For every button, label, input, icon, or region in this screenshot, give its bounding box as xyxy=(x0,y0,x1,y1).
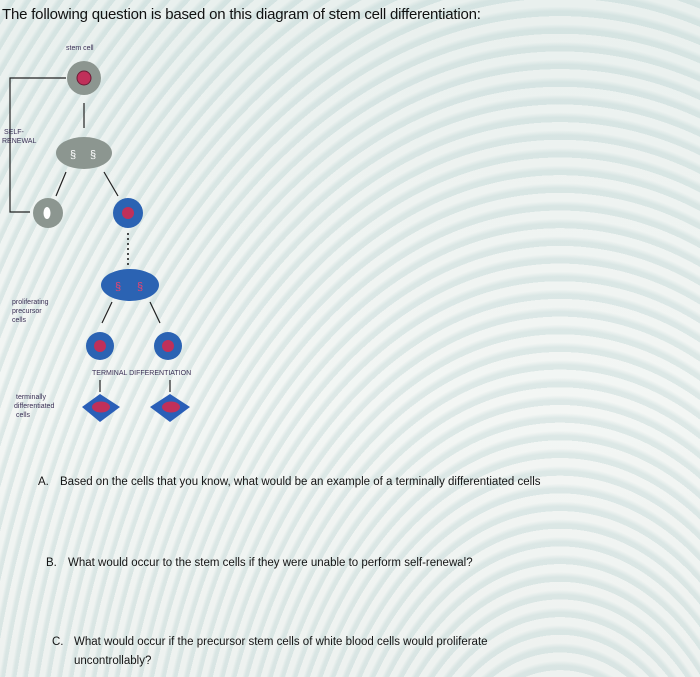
question-a: A. Based on the cells that you know, what… xyxy=(38,476,541,488)
svg-text:§: § xyxy=(70,149,76,161)
question-c: C. What would occur if the precursor stem… xyxy=(52,636,488,648)
proliferating-label-1: proliferating xyxy=(12,299,49,306)
question-c-line2: uncontrollably? xyxy=(74,655,152,667)
stem-cell xyxy=(67,61,101,95)
question-b-text: What would occur to the stem cells if th… xyxy=(68,557,473,569)
proliferating-label-2: precursor xyxy=(12,308,42,315)
precursor-cell xyxy=(154,332,182,360)
terminally-label-3: cells xyxy=(16,412,31,419)
renewed-stem-cell xyxy=(33,198,63,228)
svg-text:§: § xyxy=(90,149,96,161)
stem-cell-diagram: stem cell SELF- RENEWAL § § § § prolifer… xyxy=(2,45,191,422)
question-c-letter: C. xyxy=(52,636,64,648)
connector-line xyxy=(101,301,113,324)
question-c-text: What would occur if the precursor stem c… xyxy=(74,636,488,648)
svg-text:§: § xyxy=(115,281,121,293)
proliferating-label-3: cells xyxy=(12,317,27,324)
page-title: The following question is based on this … xyxy=(2,6,481,23)
connector-line xyxy=(55,171,67,197)
terminal-cell xyxy=(82,394,120,422)
question-a-text: Based on the cells that you know, what w… xyxy=(60,476,541,488)
stem-cell-label: stem cell xyxy=(66,45,94,52)
terminally-label-1: terminally xyxy=(16,394,46,401)
question-a-letter: A. xyxy=(38,476,49,488)
terminally-label-2: differentiated xyxy=(14,403,54,410)
precursor-cell xyxy=(86,332,114,360)
self-renewal-label-1: SELF- xyxy=(4,129,25,136)
dividing-stem-cell: § § xyxy=(56,137,112,169)
connector-line xyxy=(103,171,119,197)
question-b-letter: B. xyxy=(46,557,57,569)
svg-text:§: § xyxy=(137,281,143,293)
connector-line xyxy=(149,301,161,324)
terminal-cell xyxy=(150,394,190,422)
self-renewal-label-2: RENEWAL xyxy=(2,138,36,145)
self-renewal-bracket xyxy=(9,77,66,213)
terminal-differentiation-label: TERMINAL DIFFERENTIATION xyxy=(92,370,191,377)
dividing-precursor-cell: § § xyxy=(101,269,159,301)
question-b: B. What would occur to the stem cells if … xyxy=(46,557,473,569)
committed-precursor-cell xyxy=(113,198,143,228)
